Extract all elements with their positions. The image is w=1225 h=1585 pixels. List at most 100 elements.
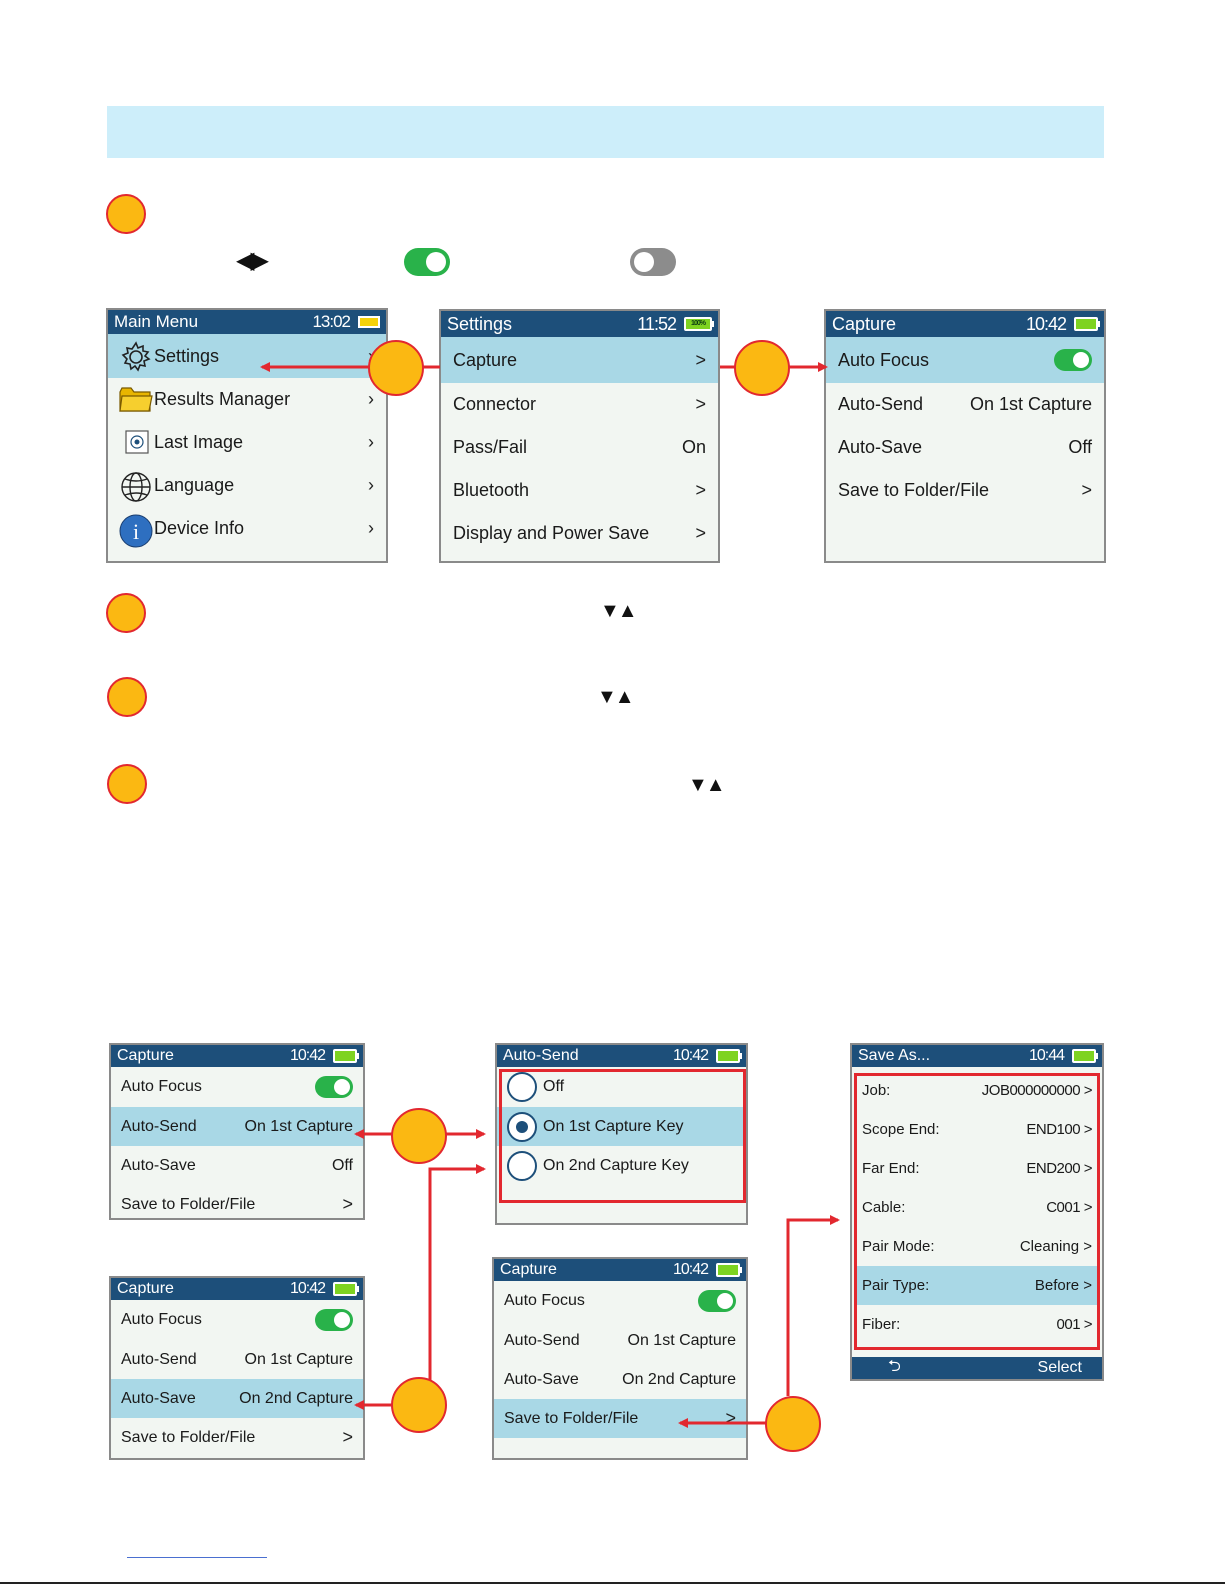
capture-item-auto-focus[interactable]: Auto Focus: [111, 1067, 363, 1107]
chevron-right-icon: >: [695, 394, 706, 414]
battery-icon: [716, 1263, 742, 1277]
field-cable[interactable]: Cable:C001 >: [856, 1188, 1098, 1227]
step-marker-2: [106, 593, 146, 633]
menu-item-label: Device Info: [154, 518, 245, 538]
capture-item-auto-send[interactable]: Auto-Send On 1st Capture: [826, 383, 1104, 426]
menu-item-label: Auto Focus: [838, 349, 930, 370]
field-label: Fiber:: [862, 1316, 901, 1333]
auto-focus-toggle[interactable]: [698, 1290, 736, 1312]
screen-title: Auto-Send: [503, 1047, 579, 1064]
setting-value: Off: [331, 1156, 353, 1174]
capture-item-save-folder[interactable]: Save to Folder/File>: [826, 469, 1104, 512]
settings-item-bluetooth[interactable]: Bluetooth>: [441, 469, 718, 512]
field-pair-type[interactable]: Pair Type:Before >: [856, 1266, 1098, 1305]
arrow-to-save-as: [786, 1215, 840, 1396]
field-label: Scope End:: [862, 1121, 940, 1138]
field-label: Cable:: [862, 1199, 906, 1216]
auto-focus-toggle[interactable]: [315, 1309, 353, 1331]
chevron-right-icon: >: [1083, 1121, 1093, 1138]
callout-marker-save-folder: [765, 1396, 821, 1452]
battery-icon: [333, 1049, 359, 1063]
capture-item-auto-focus[interactable]: Auto Focus: [826, 337, 1104, 383]
settings-item-connector[interactable]: Connector>: [441, 383, 718, 426]
menu-item-label: Auto-Save: [121, 1389, 196, 1407]
menu-item-label: Bluetooth: [453, 480, 530, 500]
screen-title: Capture: [117, 1047, 174, 1064]
field-value: END100: [1026, 1121, 1081, 1138]
field-label: Pair Mode:: [862, 1238, 935, 1255]
settings-item-capture[interactable]: Capture>: [441, 337, 718, 383]
clock: 10:44: [1028, 1047, 1065, 1064]
chevron-right-icon: >: [1083, 1277, 1092, 1294]
capture-item-auto-save[interactable]: Auto-Save On 2nd Capture: [494, 1360, 746, 1399]
setting-value: On 2nd Capture: [239, 1389, 353, 1407]
option-off[interactable]: Off: [497, 1067, 746, 1107]
radio-button-selected[interactable]: [507, 1111, 537, 1142]
auto-focus-toggle[interactable]: [1054, 349, 1092, 371]
chevron-right-icon: >: [695, 523, 706, 543]
select-button[interactable]: Select: [1037, 1359, 1082, 1376]
menu-item-label: Auto Focus: [121, 1078, 202, 1095]
field-far-end[interactable]: Far End:END200 >: [856, 1149, 1098, 1188]
back-arrow-icon[interactable]: ⮌: [888, 1357, 901, 1375]
down-up-arrows-icon: ▼▲: [597, 686, 635, 708]
field-value: END200: [1026, 1160, 1081, 1177]
field-job[interactable]: Job:JOB000000000 >: [856, 1071, 1098, 1110]
capture-item-save-folder[interactable]: Save to Folder/File>: [494, 1399, 746, 1438]
field-pair-mode[interactable]: Pair Mode:Cleaning >: [856, 1227, 1098, 1266]
capture-titlebar: Capture 10:42: [826, 311, 1104, 337]
auto-focus-toggle[interactable]: [315, 1076, 353, 1098]
field-scope-end[interactable]: Scope End: END100 >: [856, 1110, 1098, 1149]
save-as-titlebar: Save As... 10:44: [852, 1045, 1102, 1067]
menu-item-label: Auto-Save: [504, 1370, 579, 1388]
capture-item-auto-focus[interactable]: Auto Focus: [494, 1281, 746, 1321]
chevron-right-icon: >: [1083, 1160, 1093, 1177]
menu-item-results-manager[interactable]: Results Manager ›: [108, 378, 386, 421]
menu-item-label: Auto-Send: [838, 394, 924, 414]
page-bottom-rule: [0, 1582, 1225, 1584]
capture-item-save-folder[interactable]: Save to Folder/File>: [111, 1185, 363, 1218]
save-as-fields: Job:JOB000000000 > Scope End: END100 > Fa…: [852, 1067, 1102, 1344]
chevron-right-icon: ›: [368, 518, 374, 538]
radio-button[interactable]: [507, 1150, 537, 1181]
menu-item-language[interactable]: Language ›: [108, 464, 386, 507]
setting-value: On 1st Capture: [627, 1331, 737, 1349]
option-first-capture[interactable]: On 1st Capture Key: [497, 1107, 746, 1146]
menu-item-label: Auto-Send: [121, 1117, 197, 1135]
gear-icon: [118, 340, 151, 372]
settings-item-display-power[interactable]: Display and Power Save>: [441, 512, 718, 555]
option-second-capture[interactable]: On 2nd Capture Key: [497, 1146, 746, 1185]
battery-icon: [333, 1282, 359, 1296]
field-value: Before: [1034, 1277, 1080, 1294]
setting-value: On 1st Capture: [969, 394, 1092, 414]
clock: 10:42: [1025, 313, 1067, 334]
field-fiber[interactable]: Fiber:001 >: [856, 1305, 1098, 1344]
menu-item-label: Pass/Fail: [453, 437, 528, 457]
capture-item-auto-save[interactable]: Auto-Save On 2nd Capture: [111, 1379, 363, 1418]
capture-item-save-folder[interactable]: Save to Folder/File>: [111, 1418, 363, 1457]
down-up-arrows-icon: ▼▲: [688, 774, 726, 796]
auto-send-screen: Auto-Send 10:42 Off On 1st Capture Key O…: [495, 1043, 748, 1225]
globe-icon: [118, 470, 151, 502]
menu-item-last-image[interactable]: Last Image ›: [108, 421, 386, 464]
radio-button[interactable]: [507, 1072, 537, 1102]
menu-item-label: Results Manager: [154, 389, 291, 409]
chevron-right-icon: >: [695, 349, 706, 370]
main-menu-titlebar: Main Menu 13:02: [108, 310, 386, 334]
capture-item-auto-focus[interactable]: Auto Focus: [111, 1300, 363, 1340]
chevron-right-icon: >: [1081, 480, 1092, 500]
battery-icon: [1074, 317, 1100, 331]
menu-item-label: Auto-Save: [838, 437, 923, 457]
menu-item-settings[interactable]: Settings ›: [108, 334, 386, 378]
image-icon: [118, 427, 150, 459]
setting-value: On 2nd Capture: [622, 1370, 736, 1388]
